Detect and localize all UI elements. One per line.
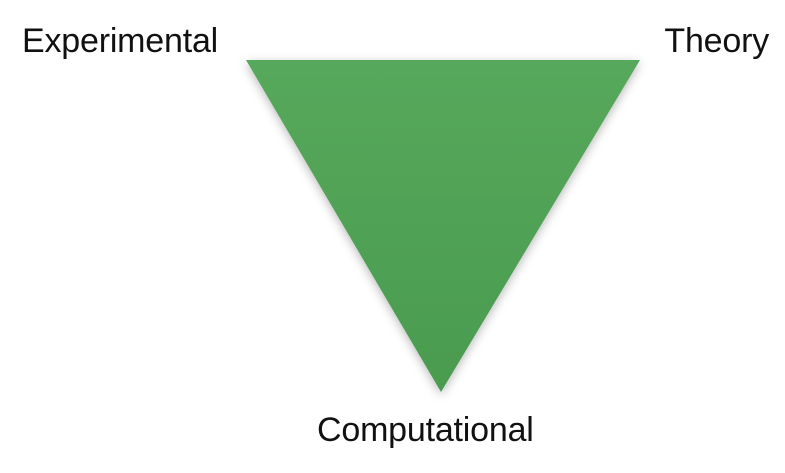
- inverted-triangle: [246, 60, 640, 392]
- label-computational: Computational: [317, 411, 534, 449]
- label-theory: Theory: [664, 22, 769, 60]
- label-experimental: Experimental: [22, 22, 219, 60]
